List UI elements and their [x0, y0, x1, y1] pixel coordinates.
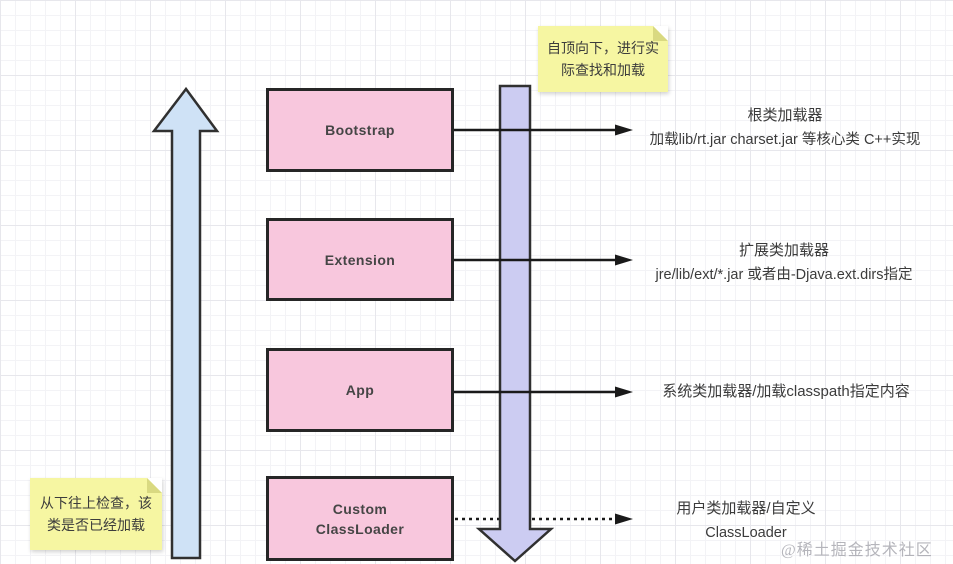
- annotation-bootstrap: 根类加载器 加载lib/rt.jar charset.jar 等核心类 C++实…: [628, 104, 942, 152]
- sticky-note-bottom-up: 从下往上检查，该 类是否已经加载: [30, 478, 162, 550]
- sticky-note-bottom-up-text: 从下往上检查，该 类是否已经加载: [40, 495, 152, 533]
- bottom-up-arrow: [151, 86, 220, 560]
- annotation-app-title: 系统类加载器/加载classpath指定内容: [662, 383, 910, 400]
- annotation-custom-title: 用户类加载器/自定义: [676, 500, 816, 517]
- annotation-extension: 扩展类加载器 jre/lib/ext/*.jar 或者由-Djava.ext.d…: [628, 239, 940, 287]
- annotation-custom: 用户类加载器/自定义 ClassLoader: [636, 497, 856, 545]
- annotation-custom-detail: ClassLoader: [705, 525, 787, 541]
- annotation-app: 系统类加载器/加载classpath指定内容: [626, 380, 946, 404]
- node-custom-classloader: Custom ClassLoader: [266, 476, 454, 561]
- annotation-bootstrap-title: 根类加载器: [747, 107, 823, 124]
- sticky-note-top-down: 自顶向下，进行实 际查找和加载: [538, 26, 668, 92]
- connector-app-arrowhead-icon: [615, 386, 633, 398]
- node-app: App: [266, 348, 454, 432]
- node-bootstrap: Bootstrap: [266, 88, 454, 172]
- annotation-extension-title: 扩展类加载器: [738, 242, 829, 259]
- sticky-note-top-down-text: 自顶向下，进行实 际查找和加载: [547, 40, 659, 78]
- watermark: @稀土掘金技术社区: [781, 542, 933, 559]
- connector-custom-arrowhead-icon: [615, 513, 633, 525]
- annotation-bootstrap-detail: 加载lib/rt.jar charset.jar 等核心类 C++实现: [649, 132, 921, 148]
- annotation-extension-detail: jre/lib/ext/*.jar 或者由-Djava.ext.dirs指定: [655, 267, 913, 283]
- connector-extension-arrowhead-icon: [615, 254, 633, 266]
- top-down-arrow: [475, 84, 555, 563]
- connector-bootstrap-arrowhead-icon: [615, 124, 633, 136]
- node-extension: Extension: [266, 218, 454, 301]
